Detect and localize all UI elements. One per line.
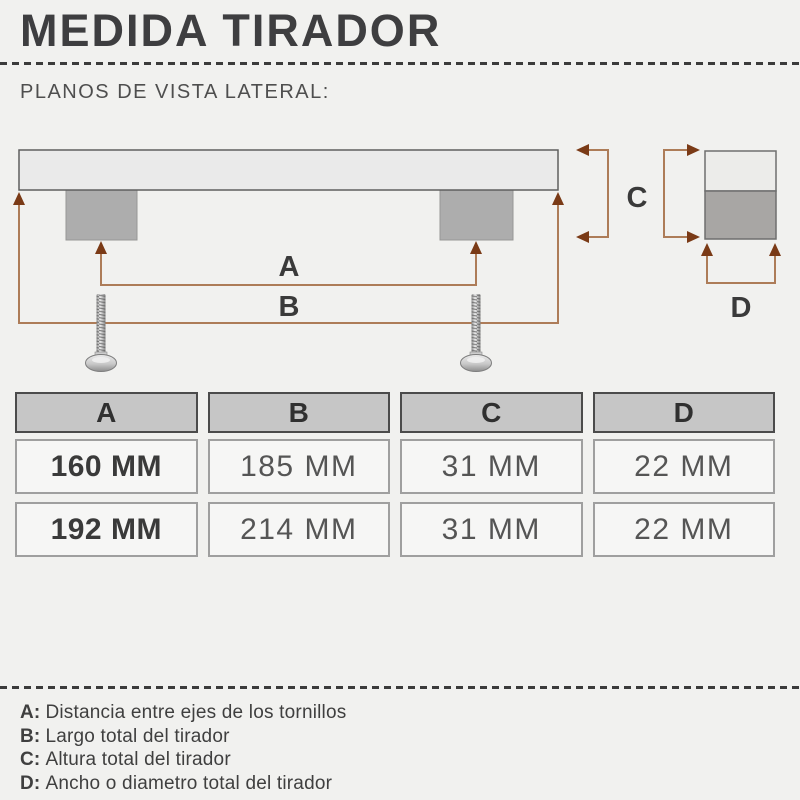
table-cell-a1: 160 MM [15,439,198,494]
divider-top [0,62,800,65]
dim-c-bracket-right [663,149,688,238]
handle-post-left [65,188,138,241]
dim-c-arrow-bottom-left [576,231,589,243]
table-cell-d2: 22 MM [592,502,775,557]
handle-cross-section-top [704,150,777,192]
table-cell-d1: 22 MM [592,439,775,494]
table-cell-b2: 214 MM [207,502,390,557]
table-cell-c2: 31 MM [400,502,583,557]
dim-label-d: D [730,292,752,324]
table-cell-a2: 192 MM [15,502,198,557]
divider-bottom [0,686,800,689]
legend-key-c: C: [20,749,41,770]
table-header-b: B [207,392,390,433]
dim-b-arrow-right [552,192,564,205]
table-header-a: A [15,392,198,433]
dim-d-arrow-right [769,243,781,256]
handle-cross-section-base [704,190,777,240]
handle-post-right [439,188,514,241]
dim-label-b: B [278,291,300,323]
dim-label-c: C [626,182,648,214]
measurements-table: A B C D 160 MM 185 MM 31 MM 22 MM 192 MM… [15,392,775,565]
legend-key-a: A: [20,702,41,723]
page-title: MEDIDA TIRADOR [20,5,442,56]
screw-right-icon [460,294,492,372]
table-header-c: C [400,392,583,433]
legend-key-b: B: [20,725,41,747]
table-cell-b1: 185 MM [207,439,390,494]
dim-c-bracket-left [584,149,609,238]
legend-item-c: C:Altura total del tirador [20,748,346,772]
legend-text-d: Ancho o diametro total del tirador [45,772,333,794]
section-subtitle: PLANOS DE VISTA LATERAL: [20,81,330,103]
dim-d-arrow-left [701,243,713,256]
dim-a-arrow-left [95,241,107,254]
legend-item-a: A:Distancia entre ejes de los tornillos [20,701,346,725]
legend-text-c: Altura total del tirador [45,749,231,770]
dim-d-line [706,250,776,284]
legend-item-d: D:Ancho o diametro total del tirador [20,772,346,796]
legend-key-d: D: [20,772,41,794]
dim-b-arrow-left [13,192,25,205]
dim-c-arrow-top-right [687,144,700,156]
legend-text-b: Largo total del tirador [45,725,230,747]
table-cell-c1: 31 MM [400,439,583,494]
legend: A:Distancia entre ejes de los tornillos … [20,701,346,795]
dim-a-arrow-right [470,241,482,254]
screw-left-icon [85,294,117,372]
handle-bar [18,149,559,191]
dim-c-arrow-top-left [576,144,589,156]
table-header-d: D [592,392,775,433]
legend-text-a: Distancia entre ejes de los tornillos [45,702,347,723]
dim-label-a: A [278,251,300,283]
dim-c-arrow-bottom-right [687,231,700,243]
legend-item-b: B:Largo total del tirador [20,725,346,749]
